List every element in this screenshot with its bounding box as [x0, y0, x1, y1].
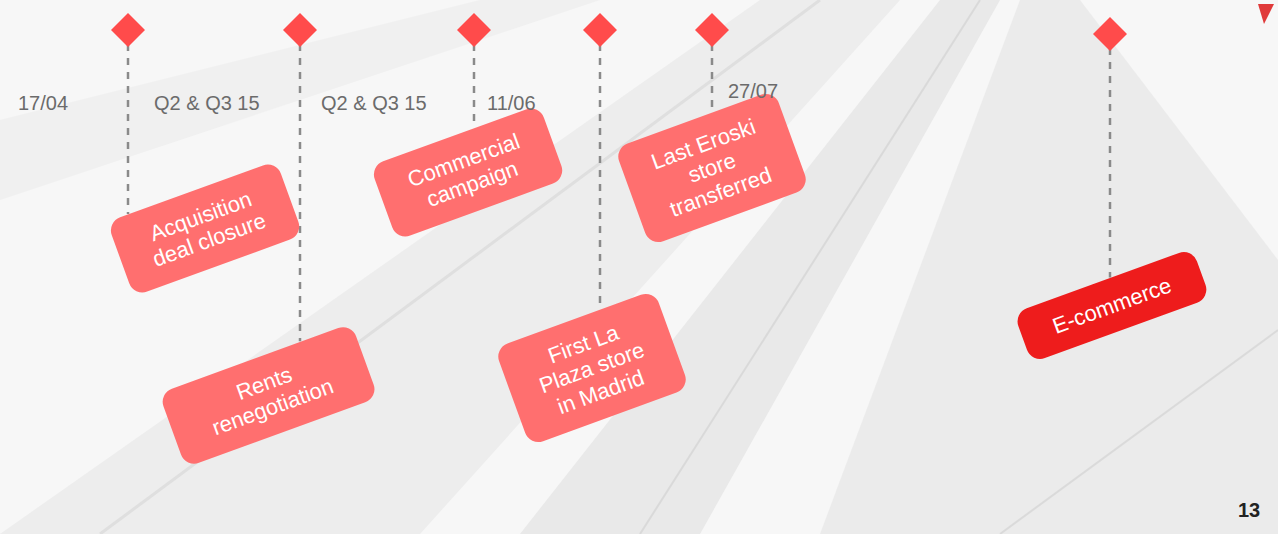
milestone-diamond	[583, 13, 617, 47]
milestone-diamond	[283, 13, 317, 47]
dashed-stem	[473, 44, 476, 128]
milestone-diamond	[111, 13, 145, 47]
milestone-diamond	[1093, 17, 1127, 51]
date-label: 11/06	[487, 93, 536, 113]
road-shape	[820, 0, 1278, 534]
milestone-diamond	[695, 13, 729, 47]
date-label: 17/04	[18, 93, 68, 113]
page-number: 13	[1238, 500, 1260, 520]
dashed-stem	[599, 44, 602, 310]
road-line	[1000, 330, 1278, 534]
date-label: Q2 & Q3 15	[321, 93, 427, 113]
dashed-stem	[1109, 48, 1112, 278]
road-line	[100, 0, 820, 534]
dashed-stem	[127, 44, 130, 214]
road-line	[640, 0, 980, 534]
dashed-stem	[299, 44, 302, 341]
logo-fragment	[1258, 4, 1274, 24]
dashed-stem	[711, 44, 714, 113]
date-label: 27/07	[728, 81, 778, 101]
date-label: Q2 & Q3 15	[154, 93, 260, 113]
milestone-diamond	[457, 13, 491, 47]
